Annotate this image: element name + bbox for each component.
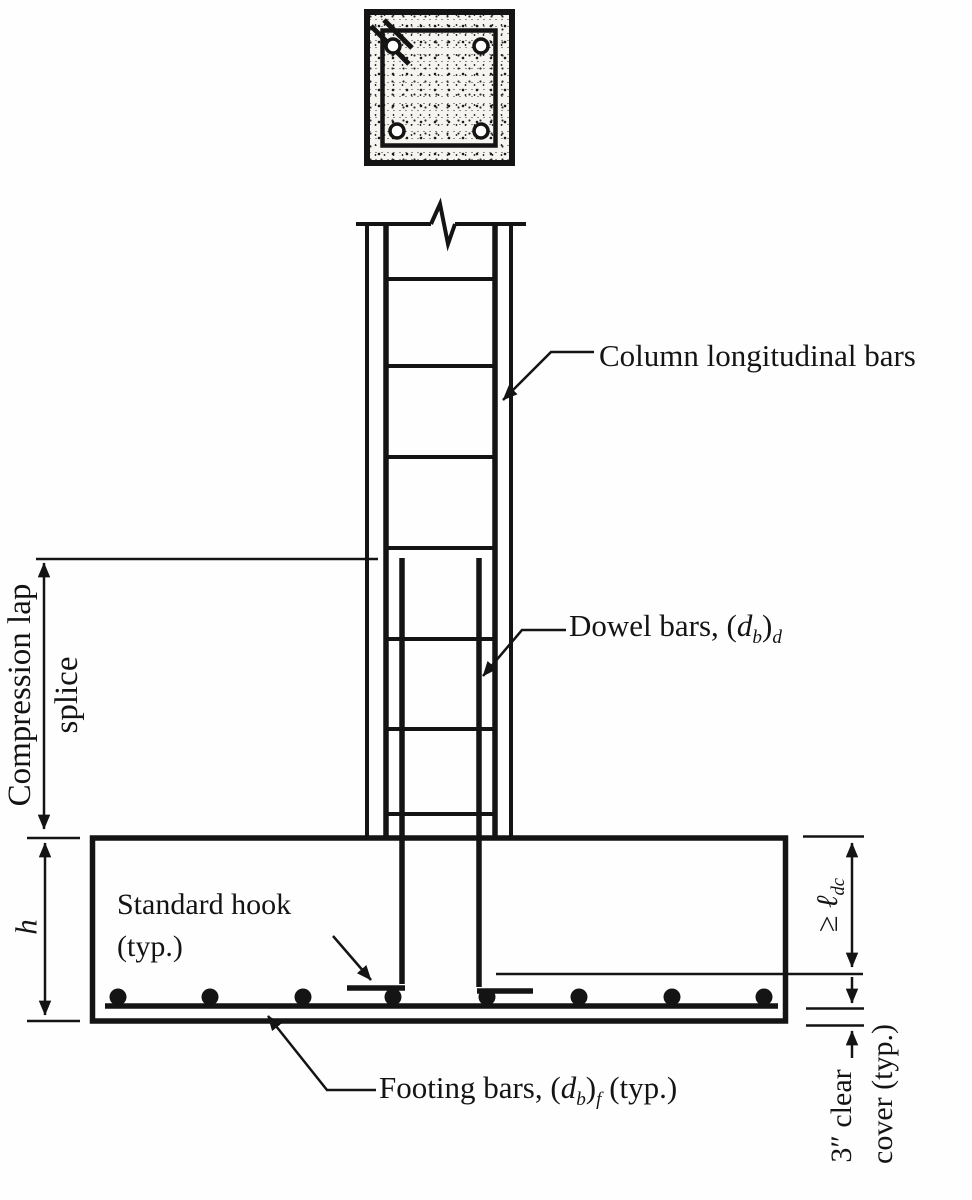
dowel-bar-lines: [399, 558, 482, 987]
label-splice: splice: [48, 656, 85, 734]
dowel-bars-leader-arrow: [482, 628, 566, 677]
label-column-longitudinal-bars: Column longitudinal bars: [599, 338, 916, 373]
footing-bars-leader-arrow: [267, 1015, 376, 1092]
footing-label-var: d: [560, 1070, 577, 1105]
column-face-lines: [365, 224, 513, 838]
footing-bar-dots: [109, 988, 773, 1006]
ldc-gte: ≥: [811, 908, 844, 933]
label-footing-depth-h: h: [8, 919, 44, 935]
column-cross-section: [364, 9, 515, 166]
standard-hook-leader-arrow: [332, 935, 372, 981]
footing-label-sub-f: f: [596, 1089, 602, 1111]
label-dowel-bars: Dowel bars, (db)d: [569, 604, 782, 647]
footing-label-close: ): [585, 1070, 597, 1105]
column-bars-leader-arrow: [502, 350, 594, 401]
cover-dimension-ticks: [806, 1007, 864, 1027]
label-ldc-dimension: ≥ ℓdc: [807, 878, 849, 932]
standard-hook-line1: Standard hook: [117, 888, 292, 921]
label-clear-cover-line1: 3″ clear: [825, 1069, 858, 1163]
ldc-ell: ℓ: [811, 895, 844, 909]
column-longitudinal-bar-lines: [383, 224, 498, 838]
break-line-icon: [429, 197, 457, 252]
label-compression-lap: Compression lap: [1, 583, 38, 807]
ldc-sub: dc: [828, 877, 849, 896]
label-footing-bars: Footing bars, (db)f (typ.): [379, 1066, 677, 1109]
dowel-label-prefix: Dowel bars, (: [569, 608, 737, 643]
footing-label-suffix: (typ.): [601, 1070, 678, 1105]
dowel-label-sub-d: d: [772, 627, 782, 649]
column-tie-lines: [384, 277, 497, 816]
footing-label-prefix: Footing bars, (: [379, 1070, 561, 1105]
dowel-label-sub-b: b: [752, 627, 762, 649]
label-clear-cover-line2: cover (typ.): [866, 1024, 899, 1164]
footing-label-sub-b: b: [576, 1089, 586, 1111]
dowel-label-close: ): [761, 608, 773, 643]
label-standard-hook: Standard hook (typ.): [117, 884, 291, 968]
standard-hook-line2: (typ.): [117, 930, 183, 963]
dowel-label-var: d: [736, 608, 753, 643]
